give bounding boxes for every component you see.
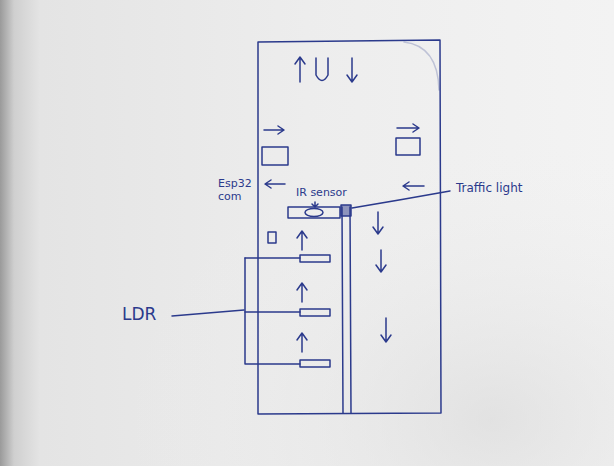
arrow-left <box>265 180 285 188</box>
traffic-light-symbol <box>341 205 351 216</box>
parking-slot <box>262 147 288 165</box>
u-turn-mark <box>316 58 328 81</box>
lane-divider <box>350 207 351 413</box>
leader-line <box>172 310 244 316</box>
wire <box>245 258 300 364</box>
curve-mark <box>404 42 439 90</box>
arrow-down <box>373 212 383 234</box>
component-label: Esp32 com <box>218 178 258 203</box>
arrow-down <box>381 318 391 342</box>
ir-sensor-symbol <box>305 209 323 217</box>
arrow-right <box>264 126 284 134</box>
wire <box>245 311 300 313</box>
lane-divider <box>342 207 343 413</box>
arrow-left <box>403 182 424 190</box>
component-label: Traffic light <box>456 182 522 196</box>
camera-symbol <box>268 232 276 243</box>
arrow-up <box>297 333 307 352</box>
arrow-right <box>397 124 419 132</box>
arrow-up <box>297 283 307 302</box>
road-outline <box>258 40 441 414</box>
component-label: LDR <box>122 305 156 325</box>
arrow-up <box>297 231 307 250</box>
parking-slot <box>396 138 420 155</box>
wire <box>245 257 300 259</box>
ldr-symbol <box>300 309 330 316</box>
sensor-label: IR sensor <box>296 187 347 200</box>
leader-line <box>352 191 450 208</box>
arrow-up <box>295 57 305 82</box>
ldr-symbol <box>300 360 330 367</box>
ldr-symbol <box>300 255 330 262</box>
arrow-down <box>347 58 357 82</box>
arrow-down <box>376 250 386 272</box>
ir-sensor-symbol <box>288 207 340 218</box>
